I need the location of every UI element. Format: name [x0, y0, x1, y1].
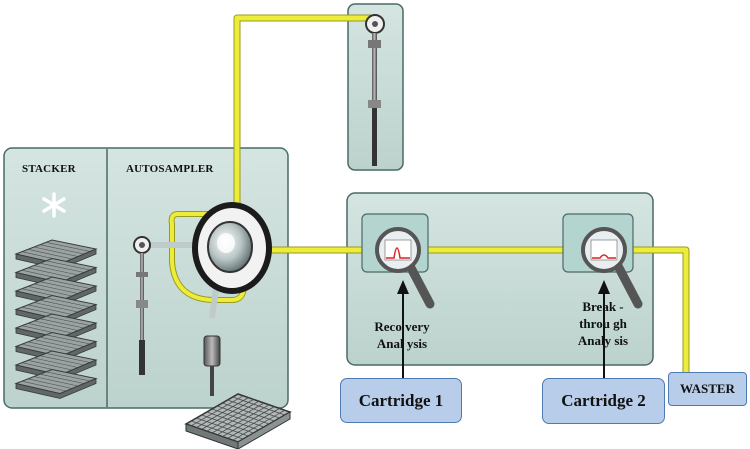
- cartridge-1-box: Cartridge 1: [340, 378, 462, 423]
- detector-lens-handle: [613, 261, 643, 309]
- recovery-line-2: Anal ysis: [376, 336, 428, 351]
- breakthrough-line-3: Analy sis: [577, 333, 629, 348]
- autosampler-label: AUTOSAMPLER: [126, 163, 214, 175]
- cartridge-2-box: Cartridge 2: [542, 378, 665, 424]
- injection-valve: [192, 202, 272, 294]
- stacker-plates: [14, 239, 98, 399]
- stacker-plate: [14, 368, 98, 399]
- autosampler-syringe: [133, 236, 151, 375]
- well-plate: [184, 393, 292, 449]
- recovery-line-1: Reco very: [374, 319, 430, 334]
- breakthrough-line-2: throu gh: [579, 316, 627, 331]
- cartridge-arrows: [397, 280, 610, 378]
- detector-cartridge-1: [361, 213, 435, 309]
- waster-box: WASTER: [668, 372, 747, 406]
- recovery-analysis-label: Reco very Anal ysis: [352, 318, 452, 352]
- asterisk-icon: [42, 192, 66, 218]
- sample-needle: [203, 335, 221, 396]
- pump-syringe: [365, 14, 385, 166]
- breakthrough-line-1: Break -: [582, 299, 624, 314]
- detector-cartridge-2: [562, 213, 643, 309]
- breakthrough-analysis-label: Break - throu gh Analy sis: [548, 298, 658, 349]
- stacker-label: STACKER: [22, 163, 76, 175]
- detector-lens-handle: [405, 261, 435, 309]
